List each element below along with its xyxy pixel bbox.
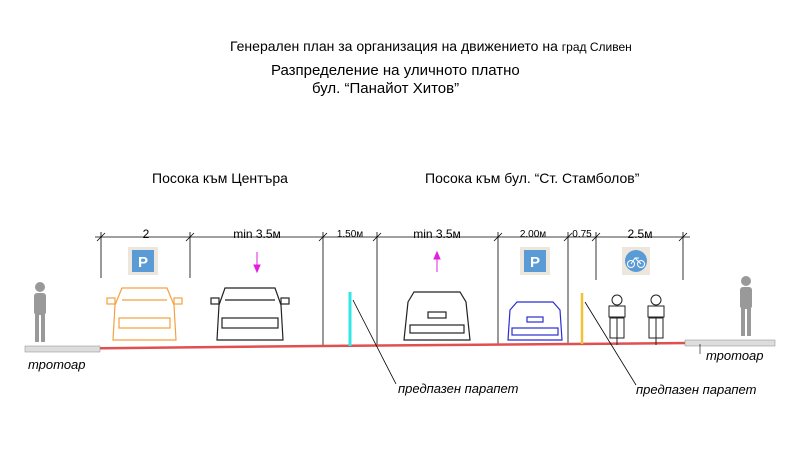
- dimension-label: min 3.5м: [233, 227, 281, 241]
- dimension-label: 2.5м: [627, 227, 653, 241]
- barrier-label: предпазен парапет: [636, 382, 757, 397]
- barrier-label: предпазен парапет: [398, 381, 519, 396]
- arrow-up-icon: [433, 250, 441, 272]
- title-city: град Сливен: [561, 40, 632, 54]
- street-name: бул. “Панайот Хитов”: [312, 80, 460, 97]
- cyclist-icon: [647, 294, 665, 345]
- subtitle: Разпределение на уличното платно: [271, 62, 520, 79]
- title-main: Генерален план за организация на движени…: [230, 38, 558, 54]
- pedestrian-icon: [34, 282, 46, 342]
- dimension-label: 0.75: [572, 229, 592, 240]
- dimension-label: min 3.5м: [413, 227, 461, 241]
- sidewalk-left-label: тротоар: [28, 357, 86, 372]
- arrow-down-icon: [253, 252, 261, 274]
- car-rear-black: [403, 291, 471, 341]
- direction-right: Посока към бул. “Ст. Стамболов”: [425, 170, 640, 186]
- dimension-label: 2.00м: [519, 229, 547, 240]
- svg-text:P: P: [138, 254, 148, 271]
- dimension-ticks: [96, 232, 688, 345]
- dimension-label: 2: [142, 227, 150, 241]
- parking-sign-icon: P: [520, 247, 550, 275]
- leader-line: [584, 301, 637, 386]
- direction-left: Посока към Центъра: [152, 170, 288, 186]
- dimension-label: 1.50м: [336, 229, 364, 240]
- leader-line: [352, 299, 397, 385]
- parking-sign-icon: P: [128, 247, 158, 275]
- sidewalk-right: [684, 339, 776, 347]
- pedestrian-icon: [740, 276, 752, 336]
- car-rear-blue: [507, 301, 563, 341]
- car-front-black: [210, 287, 290, 341]
- cyclist-icon: [608, 294, 626, 345]
- sidewalk-left: [24, 345, 101, 353]
- bicycle-sign-icon: [622, 247, 650, 275]
- sidewalk-right-label: тротоар: [706, 348, 764, 363]
- plan-title: Генерален план за организация на движени…: [230, 38, 632, 54]
- svg-text:P: P: [530, 254, 540, 271]
- parked-car-orange: [106, 287, 183, 341]
- road-surface: [24, 341, 691, 351]
